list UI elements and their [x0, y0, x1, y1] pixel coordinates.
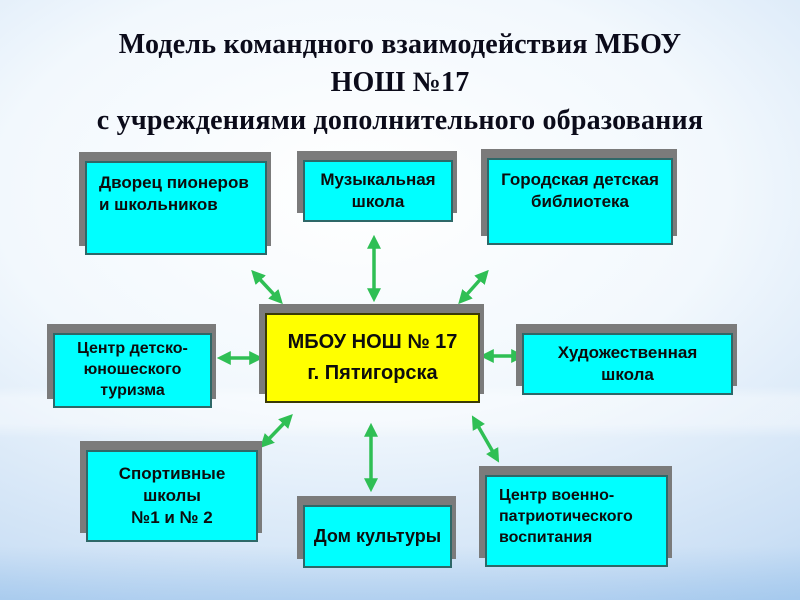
arrow-center-military: [471, 415, 500, 463]
title-line-3: с учреждениями дополнительного образован…: [96, 105, 704, 136]
title-line-2: НОШ №17: [330, 67, 470, 98]
arrow-center-palace: [251, 269, 283, 305]
arrow-center-library: [458, 269, 489, 305]
node-tourism: Центр детско- юношеского туризма: [47, 324, 216, 408]
node-palace-label: Дворец пионеров и школьников: [85, 161, 267, 255]
node-music-label: Музыкальная школа: [303, 160, 453, 222]
node-military-label: Центр военно- патриотического воспитания: [485, 475, 668, 567]
slide-title: Модель командного взаимодействия МБОУ НО…: [0, 26, 800, 140]
node-military: Центр военно- патриотического воспитания: [479, 466, 672, 567]
node-sport-label: Спортивные школы №1 и № 2: [86, 450, 258, 542]
node-tourism-label: Центр детско- юношеского туризма: [53, 333, 212, 408]
node-art: Художественная школа: [516, 324, 737, 395]
node-culture-label: Дом культуры: [303, 505, 452, 568]
node-palace: Дворец пионеров и школьников: [79, 152, 271, 255]
arrow-center-sport: [260, 413, 293, 449]
node-center-school-label: МБОУ НОШ № 17 г. Пятигорска: [265, 313, 480, 403]
node-sport: Спортивные школы №1 и № 2: [80, 441, 262, 542]
node-library: Городская детская библиотека: [481, 149, 677, 245]
node-library-label: Городская детская библиотека: [487, 158, 673, 245]
node-music: Музыкальная школа: [297, 151, 457, 222]
title-line-1: Модель командного взаимодействия МБОУ: [118, 29, 682, 60]
node-culture: Дом культуры: [297, 496, 456, 568]
node-art-label: Художественная школа: [522, 333, 733, 395]
node-center-school: МБОУ НОШ № 17 г. Пятигорска: [259, 304, 484, 403]
